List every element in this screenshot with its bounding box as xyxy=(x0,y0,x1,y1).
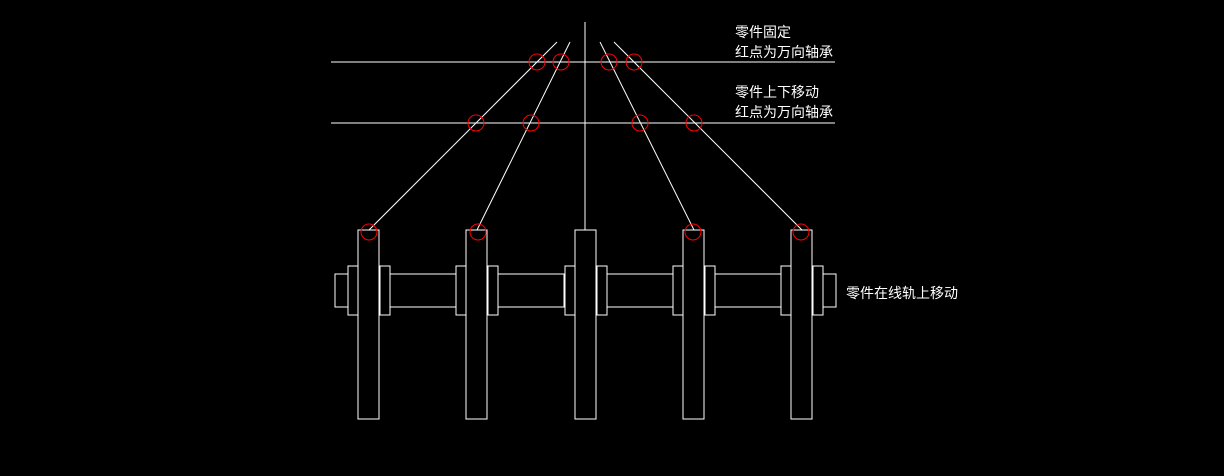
bearing-part-1 xyxy=(360,223,378,241)
part-5-plate xyxy=(790,229,813,420)
part-1-hub-left xyxy=(347,265,359,316)
linkage-rod-2 xyxy=(476,41,571,231)
part-5-hub-left xyxy=(780,265,792,316)
shaft-segment-3 xyxy=(606,273,674,308)
linkage-rod-1 xyxy=(368,41,558,231)
moving-annotation-line1: 零件上下移动 xyxy=(735,85,819,101)
part-3-hub-right xyxy=(596,265,608,316)
shaft-end-right xyxy=(822,273,837,308)
moving-parts-annotation: 零件上下移动 红点为万向轴承 xyxy=(735,83,833,123)
part-1-plate xyxy=(357,229,380,420)
part-4-plate xyxy=(682,229,705,420)
bearing-moving-3 xyxy=(631,114,649,132)
fixed-parts-annotation: 零件固定 红点为万向轴承 xyxy=(735,23,833,63)
rail-annotation: 零件在线轨上移动 xyxy=(846,286,958,302)
part-3-plate xyxy=(574,229,597,420)
linkage-rod-5 xyxy=(613,41,803,231)
part-4-hub-right xyxy=(704,265,716,316)
shaft-segment-2 xyxy=(497,273,565,308)
fixed-annotation-line1: 零件固定 xyxy=(735,25,791,41)
bearing-moving-1 xyxy=(467,114,485,132)
bearing-fixed-4 xyxy=(625,53,643,71)
part-3-hub-left xyxy=(564,265,576,316)
part-4-hub-left xyxy=(672,265,684,316)
part-2-hub-left xyxy=(455,265,467,316)
part-2-plate xyxy=(465,229,488,420)
part-5-hub-right xyxy=(812,265,824,316)
part-1-hub-right xyxy=(379,265,391,316)
bearing-part-4 xyxy=(684,223,702,241)
shaft-segment-1 xyxy=(389,273,457,308)
linkage-rod-4 xyxy=(599,41,695,231)
bearing-part-2 xyxy=(469,223,487,241)
bearing-fixed-3 xyxy=(600,53,618,71)
bearing-part-5 xyxy=(792,223,810,241)
part-2-hub-right xyxy=(487,265,499,316)
bearing-fixed-1 xyxy=(528,53,546,71)
shaft-segment-4 xyxy=(714,273,782,308)
bearing-moving-2 xyxy=(522,114,540,132)
shaft-end-left xyxy=(334,273,349,308)
fixed-annotation-line2: 红点为万向轴承 xyxy=(735,45,833,61)
bearing-fixed-2 xyxy=(552,53,570,71)
moving-annotation-line2: 红点为万向轴承 xyxy=(735,105,833,121)
bearing-moving-4 xyxy=(685,114,703,132)
